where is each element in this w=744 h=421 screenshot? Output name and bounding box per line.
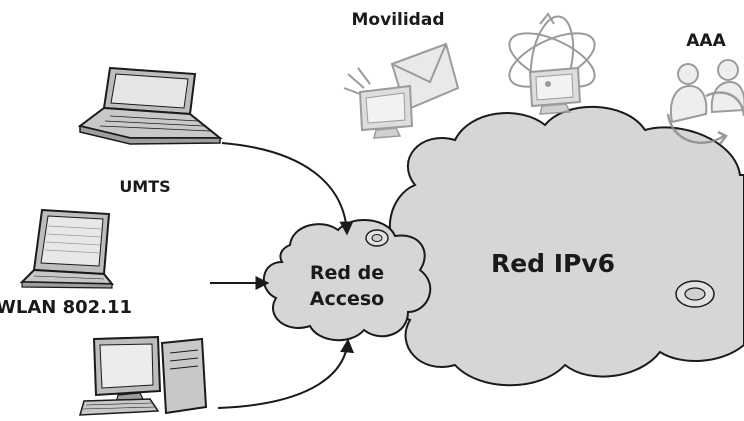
red-ipv6-cloud-shape [383, 105, 744, 387]
red-ipv6-cloud: Red IPv6 [383, 105, 744, 387]
cloud-ring-right [675, 280, 715, 308]
mobility-mail-computer-icon [343, 42, 460, 139]
red-acceso-label-line2: Acceso [310, 288, 384, 310]
laptop-icon [77, 66, 223, 145]
umts-label: UMTS [119, 177, 170, 196]
movilidad-label: Movilidad [352, 10, 445, 30]
desktop-computer-icon [78, 335, 208, 416]
arrow-desktop-to-acceso [217, 338, 355, 409]
red-acceso-label-line1: Red de [310, 262, 384, 284]
aaa-label: AAA [686, 31, 726, 51]
globe-network-computer-icon [508, 12, 596, 115]
red-ipv6-label: Red IPv6 [491, 249, 615, 278]
laptop-wlan-icon [19, 208, 115, 289]
wlan-label: WLAN 802.11 [0, 297, 132, 318]
cloud-ring-small [365, 229, 389, 247]
red-acceso-cloud: Red de Acceso [262, 218, 432, 342]
arrow-umts-to-acceso [221, 142, 354, 236]
users-exchange-icon [666, 59, 744, 145]
